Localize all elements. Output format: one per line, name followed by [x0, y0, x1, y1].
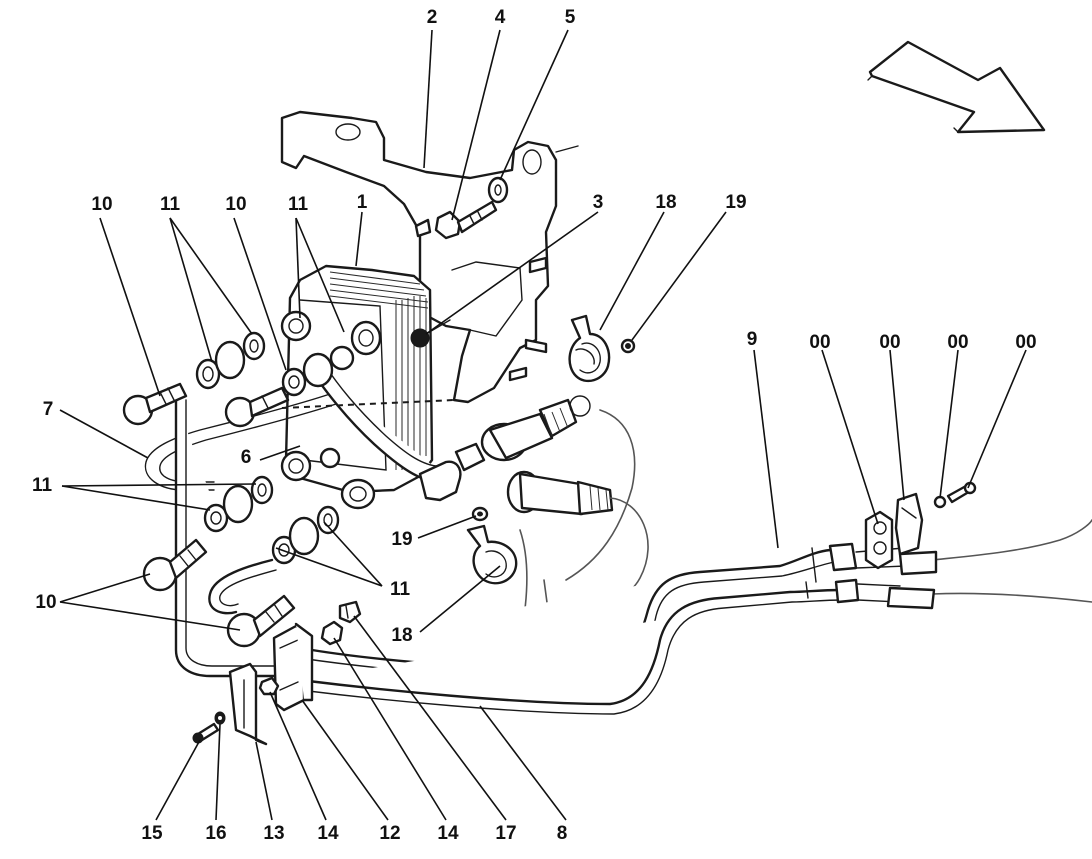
bracket-studs — [414, 218, 548, 382]
bolt-10-middle — [224, 386, 290, 428]
leader-lines — [59, 29, 1027, 821]
hose-clamp-18-lower — [466, 524, 518, 585]
forward-direction-arrow-icon — [867, 40, 1046, 134]
grommet-19-lower — [471, 506, 489, 522]
callout-3: 3 — [593, 192, 604, 213]
grommet-19-upper — [620, 338, 636, 354]
callout-14: 14 — [317, 823, 339, 844]
callout-19: 19 — [725, 192, 746, 213]
callout-16: 16 — [205, 823, 226, 844]
callout-19: 19 — [391, 529, 412, 550]
callout-8: 8 — [557, 823, 568, 844]
callout-00: 00 — [1015, 332, 1036, 353]
callout-12: 12 — [379, 823, 400, 844]
callout-14: 14 — [437, 823, 459, 844]
mounting-bracket — [280, 110, 579, 404]
callout-10: 10 — [225, 194, 246, 215]
nut-14-right — [320, 620, 344, 646]
hose-7 — [144, 393, 337, 678]
clamp-00-assembly — [864, 481, 977, 570]
bolt-10-lower-left — [142, 538, 208, 592]
callout-11: 11 — [390, 579, 411, 600]
pipe-8-9-run — [298, 542, 938, 715]
callout-00: 00 — [879, 332, 900, 353]
pipe-clamp-12 — [272, 622, 314, 712]
callout-15: 15 — [141, 823, 163, 844]
callout-5: 5 — [565, 7, 576, 28]
callout-7: 7 — [43, 399, 54, 420]
callout-11: 11 — [288, 194, 309, 215]
callout-13: 13 — [263, 823, 284, 844]
hose-loop-lower — [208, 558, 277, 615]
callout-00: 00 — [809, 332, 830, 353]
pipe-connector-lower — [506, 470, 614, 516]
pipe-6 — [281, 359, 462, 502]
bolt-10-upper — [122, 382, 188, 426]
nut-14-left — [258, 676, 280, 696]
callout-labels: 2 4 5 10 11 10 11 1 3 18 19 9 00 00 00 0… — [32, 7, 1037, 844]
bolt-4 — [434, 200, 498, 240]
callout-17: 17 — [495, 823, 516, 844]
callout-00: 00 — [947, 332, 968, 353]
callout-18: 18 — [655, 192, 676, 213]
callout-10: 10 — [91, 194, 112, 215]
callout-10: 10 — [35, 592, 56, 613]
callout-9: 9 — [747, 329, 758, 350]
pipe-connector-upper — [454, 395, 591, 472]
bracket-13 — [228, 662, 268, 746]
callout-6: 6 — [241, 447, 252, 468]
washer-5 — [487, 176, 509, 204]
callout-11: 11 — [32, 475, 53, 496]
callout-1: 1 — [357, 192, 368, 213]
oil-cooler-1 — [280, 264, 434, 510]
hose-clamp-18-upper — [568, 314, 611, 383]
bolt-10-lower-right — [226, 594, 296, 648]
screw-15 — [192, 722, 220, 744]
callout-4: 4 — [495, 7, 506, 28]
callout-2: 2 — [427, 7, 438, 28]
washers-11 — [195, 331, 340, 565]
washer-16 — [214, 711, 226, 725]
callout-11: 11 — [160, 194, 181, 215]
callout-18: 18 — [391, 625, 412, 646]
